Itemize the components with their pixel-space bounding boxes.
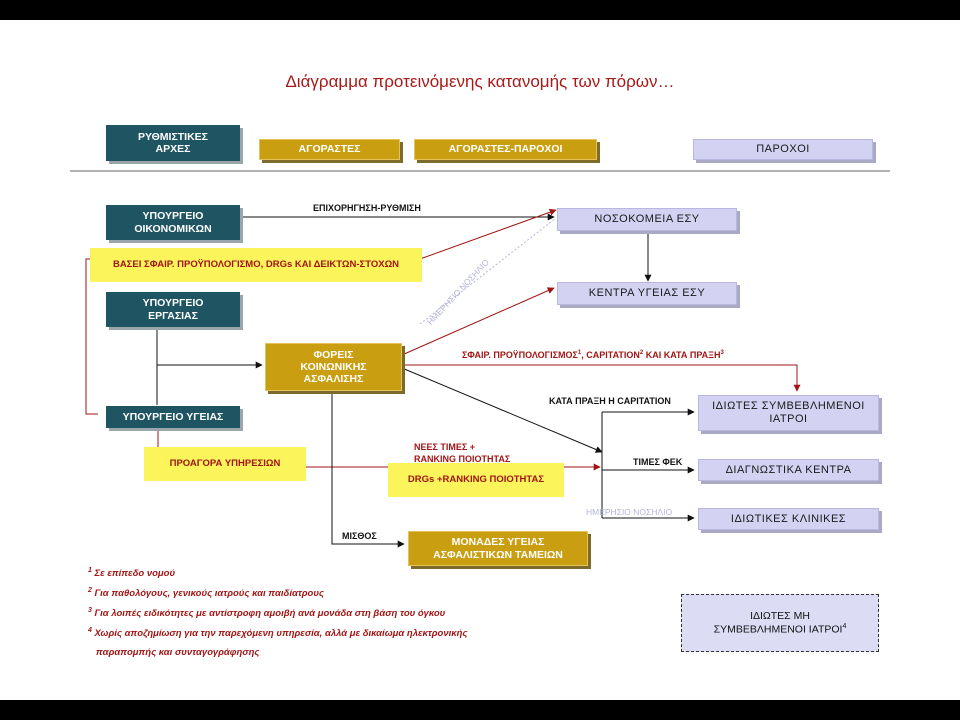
box-nhs-health-centres: ΚΕΝΤΡΑ ΥΓΕΙΑΣ ΕΣΥ	[557, 282, 737, 305]
footnote-ref-2: 2	[639, 350, 644, 356]
highlight-global-budget: ΒΑΣΕΙ ΣΦΑΙΡ. ΠΡΟΫΠΟΛΟΓΙΣΜΟ, DRGs ΚΑΙ ΔΕΙ…	[90, 248, 422, 282]
arrow-funds-to-providers	[401, 367, 603, 453]
arrow-funds-to-doctors	[402, 364, 801, 392]
label-ranking-quality: RANKING ΠΟΙΟΤΗΤΑΣ	[414, 454, 511, 464]
footnote-text: Χωρίς αποζημίωση για την παρεχόμενη υπηρ…	[91, 628, 468, 640]
box-ministry-labour: ΥΠΟΥΡΓΕΙΟ ΕΡΓΑΣΙΑΣ	[106, 292, 240, 327]
highlight-prepurchase: ΠΡΟΑΓΟΡΑ ΥΠΗΡΕΣΙΩΝ	[144, 447, 306, 481]
box-insurance-funds: ΦΟΡΕΙΣ ΚΟΙΝΩΝΙΚΗΣ ΑΣΦΑΛΙΣΗΣ	[265, 343, 402, 391]
flow-connectors	[70, 170, 890, 548]
footnote-number: 2	[88, 587, 92, 594]
box-fund-health-units: ΜΟΝΑΔΕΣ ΥΓΕΙΑΣ ΑΣΦΑΛΙΣΤΙΚΩΝ ΤΑΜΕΙΩΝ	[408, 531, 588, 566]
noncontracted-doctors-text: ΙΔΙΩΤΕΣ ΜΗ ΣΥΜΒΕΒΛΗΜΕΝΟΙ ΙΑΤΡΟΙ	[713, 610, 843, 636]
box-nhs-hospitals: ΝΟΣΟΚΟΜΕΙΑ ΕΣΥ	[557, 208, 737, 231]
label-budget-capitation: ΣΦΑΙΡ. ΠΡΟΫΠΟΛΟΓΙΣΜΟΣ1, CAPITATION2 ΚΑΙ …	[462, 350, 724, 360]
footnote-ref-1: 1	[577, 350, 582, 356]
label-day-care-private: ΗΜΕΡΗΣΙΟ ΝΟΣΗΛΙΟ	[586, 507, 673, 517]
box-diagnostic-centres: ΔΙΑΓΝΩΣΤΙΚΑ ΚΕΝΤΡΑ	[698, 459, 879, 481]
footnote-text: Σε επίπεδο νομού	[91, 568, 176, 580]
label-budget-part-b: , CAPITATION	[581, 350, 640, 360]
header-buyers: ΑΓΟΡΑΣΤΕΣ	[259, 139, 400, 160]
footnote-4-continued: παραπομπής και συνταγογράφησης	[88, 647, 260, 658]
label-budget-part-a: ΣΦΑΙΡ. ΠΡΟΫΠΟΛΟΓΙΣΜΟΣ	[462, 350, 578, 360]
label-budget-part-c: ΚΑΙ ΚΑΤΑ ΠΡΑΞΗ	[643, 350, 721, 360]
header-regulators: ΡΥΘΜΙΣΤΙΚΕΣ ΑΡΧΕΣ	[106, 125, 240, 161]
box-private-clinics: ΙΔΙΩΤΙΚΕΣ ΚΛΙΝΙΚΕΣ	[698, 508, 879, 530]
arrow-funds-to-fund-units	[331, 392, 405, 548]
noncontracted-doctors-label: ΙΔΙΩΤΕΣ ΜΗ ΣΥΜΒΕΒΛΗΜΕΝΟΙ ΙΑΤΡΟΙ4	[714, 610, 847, 636]
footnote-number: 1	[88, 567, 92, 574]
footnote-1: 1 Σε επίπεδο νομού	[88, 567, 175, 579]
footnote-ref-4: 4	[842, 622, 847, 630]
footnote-number: 4	[88, 627, 92, 634]
box-ministry-finance: ΥΠΟΥΡΓΕΙΟ ΟΙΚΟΝΟΜΙΚΩΝ	[106, 205, 240, 240]
header-providers: ΠΑΡΟΧΟΙ	[693, 139, 873, 160]
box-ministry-health: ΥΠΟΥΡΓΕΙΟ ΥΓΕΙΑΣ	[106, 406, 240, 428]
header-buyers-providers: ΑΓΟΡΑΣΤΕΣ-ΠΑΡΟΧΟΙ	[414, 139, 597, 160]
label-vat-prices: ΤΙΜΕΣ ΦΕΚ	[633, 457, 683, 467]
footnote-text: Για λοιπές ειδικότητες με αντίστροφη αμο…	[91, 608, 446, 620]
arrow-budget-to-hospitals	[85, 208, 557, 415]
label-new-prices: ΝΕΕΣ ΤΙΜΕΣ +	[414, 442, 476, 452]
page-title: Διάγραμμα προτεινόμενης κατανομής των πό…	[285, 72, 675, 91]
label-fee-or-capitation: ΚΑΤΑ ΠΡΑΞΗ Η CAPITATION	[549, 396, 671, 406]
box-private-noncontracted-doctors: ΙΔΙΩΤΕΣ ΜΗ ΣΥΜΒΕΒΛΗΜΕΝΟΙ ΙΑΤΡΟΙ4	[681, 594, 879, 652]
footnote-3: 3 Για λοιπές ειδικότητες με αντίστροφη α…	[88, 607, 445, 619]
label-salary: ΜΙΣΘΟΣ	[342, 531, 377, 541]
slide: Διάγραμμα προτεινόμενης κατανομής των πό…	[0, 20, 960, 700]
footnote-text: παραπομπής και συνταγογράφησης	[88, 647, 260, 658]
label-subsidy: ΕΠΙΧΟΡΗΓΗΣΗ-ΡΥΘΜΙΣΗ	[313, 203, 421, 213]
footnote-4: 4 Χωρίς αποζημίωση για την παρεχόμενη υπ…	[88, 627, 468, 639]
footnote-2: 2 Για παθολόγους, γενικούς ιατρούς και π…	[88, 587, 324, 599]
day-care-dotted-line	[419, 217, 557, 325]
arrow-funds-to-centres	[401, 287, 555, 356]
box-private-contracted-doctors: ΙΔΙΩΤΕΣ ΣΥΜΒΕΒΛΗΜΕΝΟΙ ΙΑΤΡΟΙ	[698, 395, 879, 431]
highlight-drgs-ranking: DRGs +RANKING ΠΟΙΟΤΗΤΑΣ	[388, 463, 564, 497]
footnote-number: 3	[88, 607, 92, 614]
footnote-ref-3: 3	[720, 350, 724, 356]
footnote-text: Για παθολόγους, γενικούς ιατρούς και παι…	[91, 588, 324, 600]
